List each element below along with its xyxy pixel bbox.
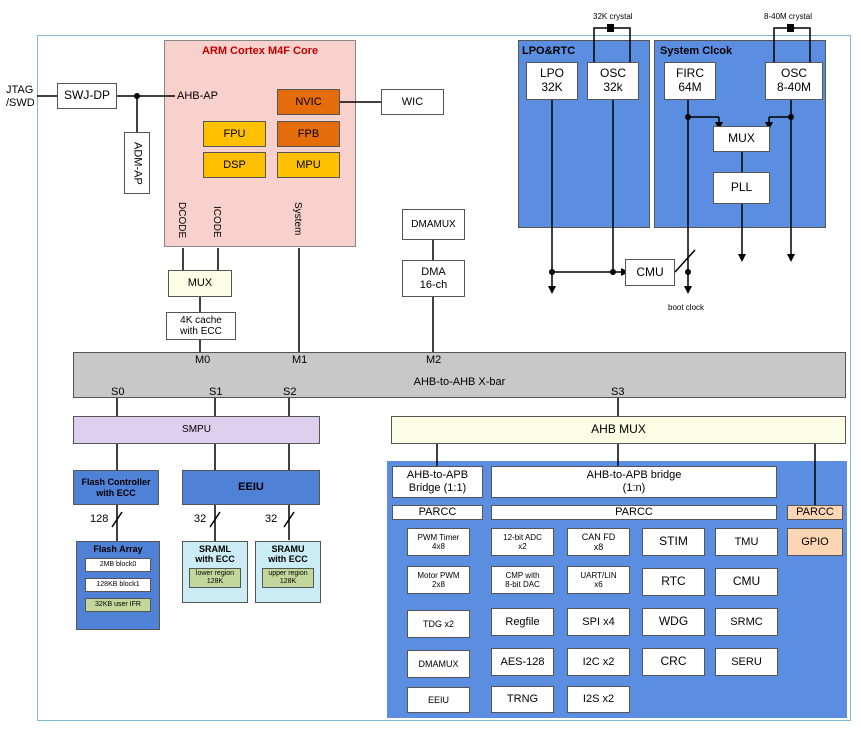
adm-ap-block: ADM-AP	[124, 132, 150, 194]
regfile-block: Regfile	[491, 608, 554, 636]
apb-bridge-1-block: AHB-to-APB Bridge (1:1)	[392, 466, 483, 498]
cache-block: 4K cache with ECC	[166, 312, 236, 340]
core-mux-block: MUX	[168, 270, 232, 297]
sraml-title: SRAML with ECC	[195, 544, 235, 565]
ahb-mux-block: AHB MUX	[391, 416, 846, 444]
sramu-region: upper region 128K	[262, 567, 314, 588]
apb-bridge-n-block: AHB-to-APB bridge (1:n)	[491, 466, 777, 498]
pwm-timer-block: PWM Timer 4x8	[407, 528, 470, 556]
spi-block: SPI x4	[567, 608, 630, 636]
pll-block: PLL	[713, 172, 770, 204]
cmu-block: CMU	[625, 259, 675, 286]
xbar-block: AHB-to-AHB X-bar	[73, 352, 846, 398]
xbar-slave-s2: S2	[283, 386, 297, 398]
system-clock-title: System Clcok	[660, 45, 733, 57]
crystal-32k-label: 32K crystal	[593, 12, 633, 21]
smpu-block: SMPU	[73, 416, 320, 444]
uart-block: UART/LIN x6	[567, 566, 630, 594]
flash-array-block: Flash Array 2MB block0 128KB block1 32KB…	[76, 541, 160, 630]
tmu-block: TMU	[715, 528, 778, 556]
srmc-block: SRMC	[715, 608, 778, 636]
xbar-master-m1: M1	[292, 354, 308, 366]
i2s-block: I2S x2	[567, 686, 630, 713]
stim-block: STIM	[642, 528, 705, 556]
xbar-slave-s3: S3	[611, 386, 625, 398]
xbar-slave-s1: S1	[209, 386, 223, 398]
lpo-rtc-title: LPO&RTC	[522, 45, 576, 57]
core-title: ARM Cortex M4F Core	[201, 45, 319, 57]
parcc-gpio-block: PARCC	[787, 505, 843, 520]
flash-array-title: Flash Array	[93, 544, 143, 554]
nvic-block: NVIC	[277, 89, 340, 115]
wdg-block: WDG	[642, 608, 705, 636]
xbar-slave-s0: S0	[111, 386, 125, 398]
rtc-block: RTC	[642, 568, 705, 596]
i2c-block: I2C x2	[567, 648, 630, 676]
flash-controller-block: Flash Controller with ECC	[73, 470, 159, 505]
firc-block: FIRC 64M	[664, 62, 716, 100]
clock-mux-block: MUX	[713, 126, 770, 152]
ahb-ap-label: AHB-AP	[177, 90, 218, 102]
fpu-block: FPU	[203, 121, 266, 147]
swj-dp-block: SWJ-DP	[57, 83, 117, 109]
cmp-block: CMP with 8-bit DAC	[491, 566, 554, 594]
flash-item-block1: 128KB block1	[85, 578, 151, 593]
bus-width-sramu: 32	[265, 513, 278, 525]
dmamux-top-block: DMAMUX	[402, 209, 465, 240]
chip-boundary	[37, 35, 851, 721]
tdg-block: TDG x2	[407, 610, 470, 638]
lpo-block: LPO 32K	[526, 62, 578, 100]
seru-block: SERU	[715, 648, 778, 676]
cmu-peripheral-block: CMU	[715, 568, 778, 596]
xbar-label: AHB-to-AHB X-bar	[413, 375, 506, 388]
adc-block: 12-bit ADC x2	[491, 528, 554, 556]
sramu-title: SRAMU with ECC	[268, 544, 308, 565]
icode-label: ICODE	[211, 206, 222, 238]
bus-width-sraml: 32	[194, 513, 207, 525]
xbar-master-m2: M2	[426, 354, 442, 366]
parcc-n-block: PARCC	[491, 505, 777, 520]
fpb-block: FPB	[277, 121, 340, 147]
wic-block: WIC	[381, 89, 444, 115]
dmamux-block: DMAMUX	[407, 650, 470, 678]
crystal-840m-label: 8-40M crystal	[764, 12, 813, 21]
boot-clock-label: boot clock	[668, 303, 705, 312]
jtag-swd-label: JTAG /SWD	[6, 84, 35, 110]
flash-item-ifr: 32KB user IFR	[85, 598, 151, 613]
dsp-block: DSP	[203, 152, 266, 178]
sraml-region: lower region 128K	[189, 567, 241, 588]
crc-block: CRC	[642, 648, 705, 676]
osc-840m-block: OSC 8-40M	[765, 62, 823, 100]
eeiu-top-block: EEIU	[182, 470, 320, 505]
trng-block: TRNG	[491, 686, 554, 713]
dma-block: DMA 16-ch	[402, 260, 465, 297]
xbar-master-m0: M0	[195, 354, 211, 366]
aes-block: AES-128	[491, 648, 554, 676]
bus-width-flash: 128	[90, 513, 109, 525]
gpio-block: GPIO	[787, 528, 843, 556]
motor-pwm-block: Motor PWM 2x8	[407, 566, 470, 594]
sraml-block: SRAML with ECC lower region 128K	[182, 541, 248, 603]
parcc-1-block: PARCC	[392, 505, 483, 520]
dcode-label: DCODE	[176, 202, 187, 239]
sramu-block: SRAMU with ECC upper region 128K	[255, 541, 321, 603]
osc-32k-block: OSC 32k	[587, 62, 639, 100]
mpu-block: MPU	[277, 152, 340, 178]
flash-item-block0: 2MB block0	[85, 558, 151, 573]
eeiu-block: EEIU	[407, 687, 470, 713]
can-block: CAN FD x8	[567, 528, 630, 556]
system-label: System	[292, 202, 303, 236]
